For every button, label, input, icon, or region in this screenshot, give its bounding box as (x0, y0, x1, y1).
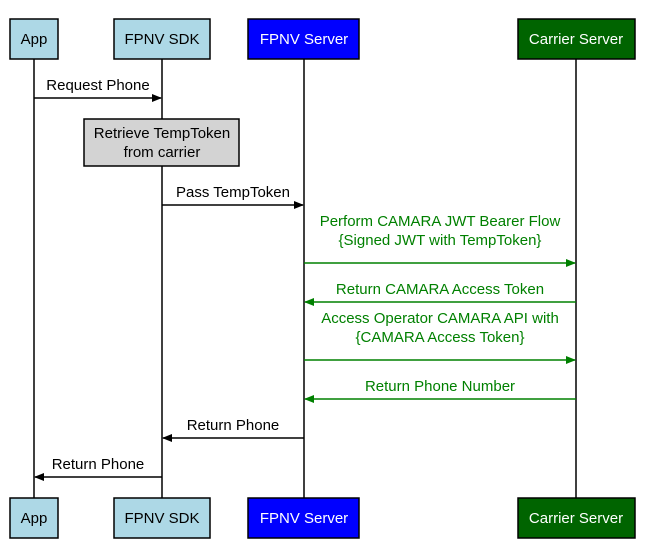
participant-fpnv-sdk-label-bottom: FPNV SDK (124, 510, 199, 527)
participant-carrier-server-label: Carrier Server (529, 31, 623, 48)
participant-app-label-bottom: App (21, 510, 48, 527)
message-jwt-bearer-line-2: {Signed JWT with TempToken} (339, 232, 542, 249)
message-return-phone-sdk-label: Return Phone (187, 417, 280, 434)
note-line-1: Retrieve TempToken (94, 125, 230, 142)
participant-fpnv-sdk-top: FPNV SDK (113, 18, 211, 60)
note-retrieve-temptoken: Retrieve TempToken from carrier (83, 118, 240, 167)
note-line-2: from carrier (124, 144, 201, 161)
message-pass-temptoken-label: Pass TempToken (176, 184, 290, 201)
participant-fpnv-sdk-label: FPNV SDK (124, 31, 199, 48)
participant-fpnv-sdk-bottom: FPNV SDK (113, 497, 211, 539)
participant-carrier-server-top: Carrier Server (517, 18, 636, 60)
message-jwt-bearer-line-1: Perform CAMARA JWT Bearer Flow (320, 213, 561, 230)
participant-fpnv-server-label-bottom: FPNV Server (260, 510, 348, 527)
message-request-phone-label: Request Phone (46, 77, 149, 94)
participant-fpnv-server-label: FPNV Server (260, 31, 348, 48)
participant-fpnv-server-bottom: FPNV Server (247, 497, 360, 539)
participant-carrier-server-label-bottom: Carrier Server (529, 510, 623, 527)
message-return-phone-number-label: Return Phone Number (365, 378, 515, 395)
message-return-access-token-label: Return CAMARA Access Token (336, 281, 544, 298)
message-return-phone-app-label: Return Phone (52, 456, 145, 473)
participant-app-top: App (9, 18, 59, 60)
message-access-api-line-1: Access Operator CAMARA API with (321, 310, 559, 327)
participant-app-bottom: App (9, 497, 59, 539)
participant-carrier-server-bottom: Carrier Server (517, 497, 636, 539)
message-access-api-line-2: {CAMARA Access Token} (356, 329, 525, 346)
participant-fpnv-server-top: FPNV Server (247, 18, 360, 60)
participant-app-label: App (21, 31, 48, 48)
